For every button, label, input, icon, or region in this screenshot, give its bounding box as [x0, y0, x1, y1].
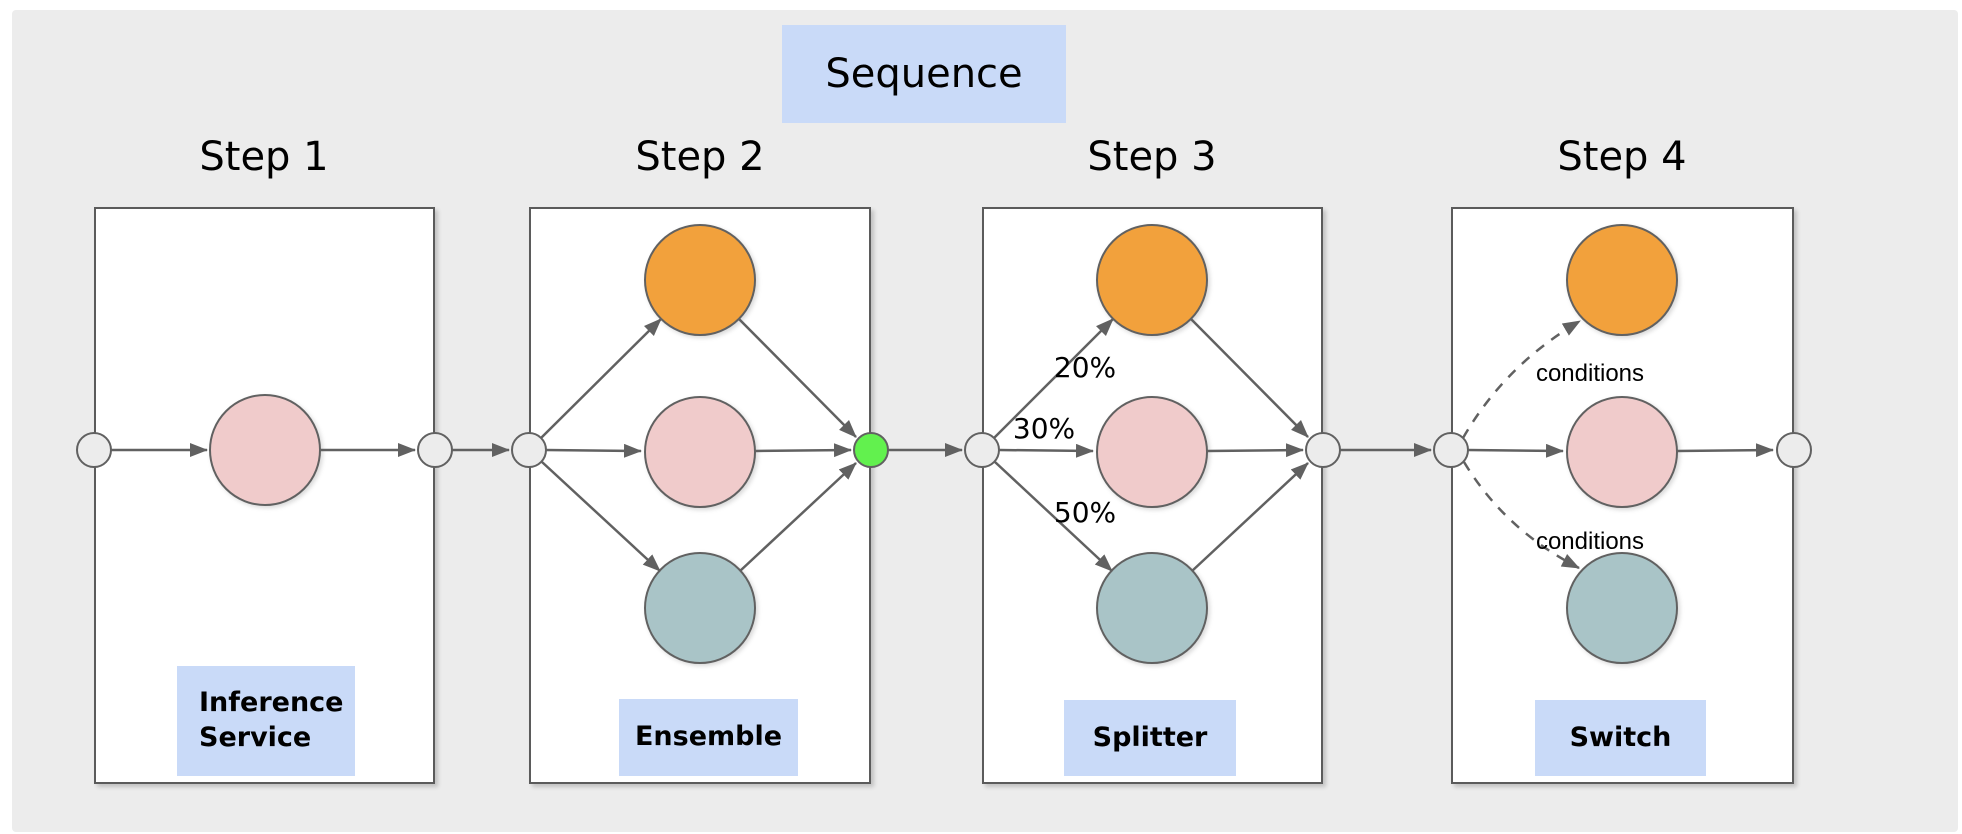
step4-conditions-label-top: conditions	[1536, 360, 1644, 387]
step2-input-port	[511, 432, 547, 468]
step4-output-port	[1776, 432, 1812, 468]
step2-edge-teal-out	[739, 462, 857, 572]
step3-edge-to-teal	[994, 461, 1113, 572]
step3-model-node-teal	[1096, 552, 1208, 664]
step1-badge-line1: Inference	[199, 687, 344, 719]
step2-badge: Ensemble	[619, 699, 798, 776]
step4-model-node-pink	[1566, 396, 1678, 508]
step4-input-port	[1433, 432, 1469, 468]
step4-conditions-label-bottom: conditions	[1536, 528, 1644, 555]
step3-title: Step 3	[1087, 134, 1217, 180]
step1-badge-line2: Service	[199, 722, 312, 753]
step4-edge-pink-out	[1676, 443, 1774, 458]
step3-output-port	[1305, 432, 1341, 468]
step4-title: Step 4	[1557, 134, 1687, 180]
step2-edge-pink-out	[754, 443, 852, 458]
step3-model-node-orange	[1096, 224, 1208, 336]
step2-model-node-teal	[644, 552, 756, 664]
step3-percent-label-30: 30%	[1013, 412, 1075, 445]
step2-edge-to-orange	[540, 318, 662, 439]
sequence-title: Sequence	[782, 25, 1066, 123]
step3-percent-label-20: 20%	[1054, 351, 1116, 384]
step4-dashed-edge-to-orange	[1461, 319, 1581, 439]
step4-model-node-orange	[1566, 224, 1678, 336]
step2-edge-to-teal	[541, 461, 661, 572]
step4-edge-to-pink	[1467, 443, 1564, 458]
step1-badge: Inference Service	[177, 666, 355, 776]
step3-edge-to-pink	[998, 443, 1094, 458]
step1-output-port	[417, 432, 453, 468]
step1-input-port	[76, 432, 112, 468]
step3-edge-pink-out	[1206, 443, 1304, 458]
step3-input-port	[964, 432, 1000, 468]
step3-edge-to-orange	[993, 318, 1114, 439]
step2-output-port-green	[853, 432, 889, 468]
step3-badge: Splitter	[1064, 700, 1236, 776]
step3-percent-label-50: 50%	[1054, 496, 1116, 529]
step2-model-node-orange	[644, 224, 756, 336]
step2-edge-orange-out	[738, 318, 857, 438]
step3-edge-teal-out	[1191, 462, 1309, 572]
step2-edge-to-pink	[545, 443, 642, 458]
step1-title: Step 1	[199, 134, 329, 180]
step4-dashed-edge-to-teal	[1462, 461, 1580, 570]
step3-model-node-pink	[1096, 396, 1208, 508]
step2-title: Step 2	[635, 134, 765, 180]
step3-badge-label: Splitter	[1092, 721, 1208, 753]
step4-model-node-teal	[1566, 552, 1678, 664]
step3-edge-orange-out	[1190, 318, 1309, 438]
step1-model-node	[209, 394, 321, 506]
step2-model-node-pink	[644, 396, 756, 508]
step4-badge-label: Switch	[1569, 721, 1672, 753]
step4-badge: Switch	[1535, 700, 1706, 776]
step2-badge-label: Ensemble	[634, 721, 783, 753]
